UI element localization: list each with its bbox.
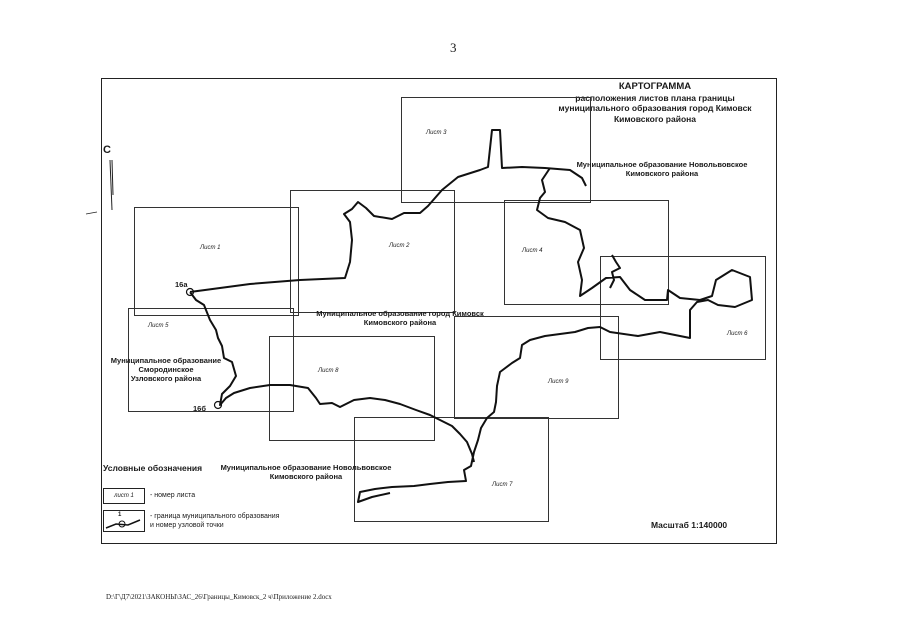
sheet-9-frame: Лист 9 — [454, 316, 619, 419]
title-line-2: расположения листов плана границы — [575, 92, 735, 103]
file-path-footer: D:\Г\Д7\2021\ЗАКОНЫ\ЗАС_26\Границы_Кимов… — [106, 593, 332, 601]
legend-sheet-desc: - номер листа — [150, 492, 196, 499]
legend-boundary-box: 1 — [103, 510, 145, 532]
sheet-5-label: Лист 5 — [148, 323, 169, 329]
sheet-3-frame: Лист 3 — [401, 97, 591, 203]
area-label-line: Муниципальное образование — [110, 356, 222, 365]
legend-boundary-num: 1 — [118, 512, 122, 518]
node-16b-marker — [213, 400, 223, 410]
title-line-1: КАРТОГРАММА — [618, 81, 692, 92]
area-label-line: Муниципальное образование город Кимовск — [316, 309, 484, 318]
page-number: 3 — [450, 40, 457, 55]
area-label-line: Кимовского района — [269, 472, 343, 481]
sheet-2-label: Лист 2 — [389, 243, 410, 249]
node-16b-label: 16б — [193, 404, 206, 413]
municipal-boundary-line — [189, 129, 753, 503]
node-16a-label: 16а — [175, 280, 188, 289]
sheet-8-label: Лист 8 — [318, 368, 339, 374]
north-label: С — [103, 144, 111, 156]
sheet-2-frame: Лист 2 — [290, 190, 455, 313]
sheet-7-frame: Лист 7 — [354, 417, 549, 522]
area-label-line: Муниципальное образование Новольвовское — [576, 160, 748, 169]
area-label-novolvovskoe-ne: Муниципальное образование Новольвовское … — [562, 160, 762, 178]
legend-sheet-sample: лист 1 — [103, 488, 145, 504]
legend-boundary-desc-line: и номер узловой точки — [150, 522, 224, 529]
map-scale: Масштаб 1:140000 — [651, 520, 728, 530]
map-frame — [101, 78, 777, 544]
sheet-6-label: Лист 6 — [727, 331, 748, 337]
map-title: КАРТОГРАММА расположения листов плана гр… — [540, 81, 770, 124]
sheet-4-frame: Лист 4 — [504, 200, 669, 305]
sheet-9-label: Лист 9 — [548, 379, 569, 385]
area-label-novolvovskoe-s: Муниципальное образование Новольвовское … — [206, 463, 406, 481]
area-label-kimovsk: Муниципальное образование город Кимовск … — [300, 309, 500, 327]
sheet-8-frame: Лист 8 — [269, 336, 435, 441]
sheet-1-frame: Лист 1 — [134, 207, 299, 316]
title-line-3: муниципального образования город Кимовск — [558, 103, 752, 113]
area-label-line: Узловского района — [130, 374, 202, 383]
legend-boundary-desc: - граница муниципального образования и н… — [150, 512, 279, 530]
sheet-5-frame: Лист 5 — [128, 308, 294, 412]
north-arrow-icon — [85, 159, 114, 215]
sheet-3-label: Лист 3 — [426, 130, 447, 136]
area-label-smorodinskoe: Муниципальное образование Смородинское У… — [96, 356, 236, 383]
area-label-line: Муниципальное образование Новольвовское — [220, 463, 392, 472]
title-line-4: Кимовского района — [613, 113, 697, 124]
sheet-7-label: Лист 7 — [492, 482, 513, 488]
sheet-4-label: Лист 4 — [522, 248, 543, 254]
area-label-line: Кимовского района — [625, 169, 699, 178]
legend-boundary-desc-line: - граница муниципального образования — [150, 513, 280, 520]
area-label-line: Кимовского района — [363, 318, 437, 327]
legend-title: Условные обозначения — [103, 463, 203, 473]
legend-boundary-sample — [105, 519, 141, 529]
node-16a-marker — [185, 287, 195, 297]
sheet-1-label: Лист 1 — [200, 245, 221, 251]
sheet-6-frame: Лист 6 — [600, 256, 766, 360]
area-label-line: Смородинское — [138, 365, 194, 374]
